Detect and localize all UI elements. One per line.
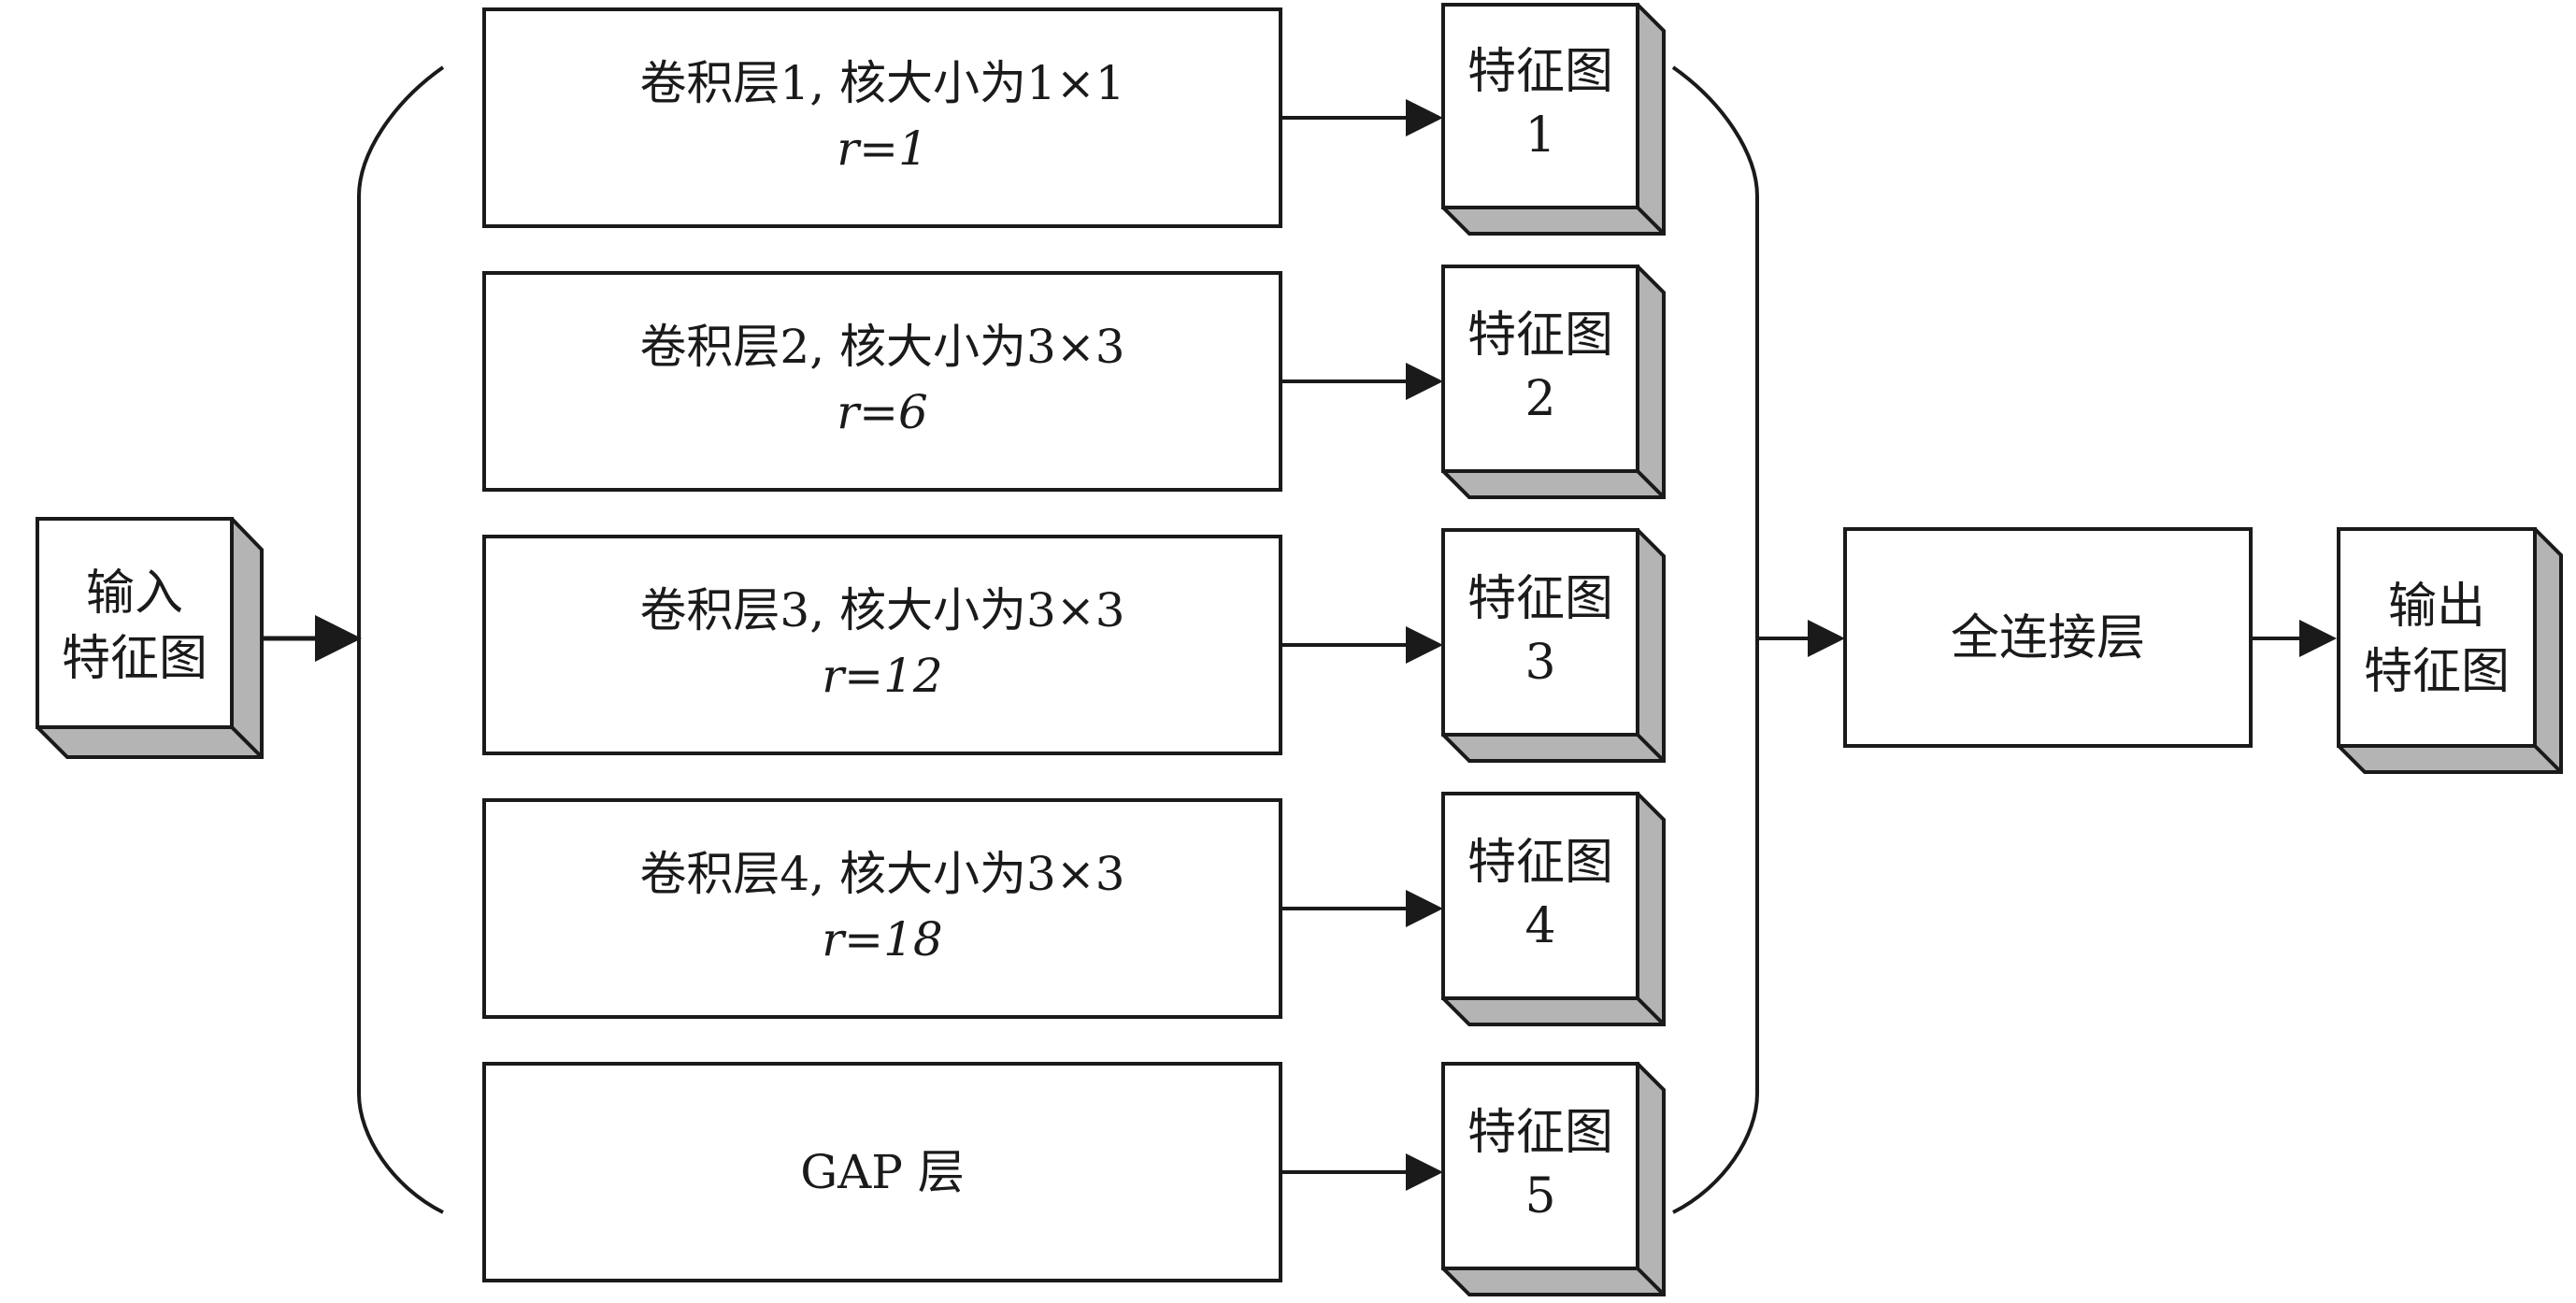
layer-2-label: 卷积层2, 核大小为3×3 [639, 320, 1124, 374]
layer-3-rate: r=12 [822, 649, 942, 703]
left-bracket [357, 65, 445, 1214]
feature-map-4: 特征图 4 [1441, 792, 1666, 1026]
right-bracket [1671, 65, 1759, 1214]
layer-box-4: 卷积层4, 核大小为3×3 r=18 [482, 798, 1282, 1019]
layer-1-rate: r=1 [837, 122, 928, 176]
layer-1-label: 卷积层1, 核大小为1×1 [639, 56, 1124, 110]
layer-box-gap: GAP 层 [482, 1062, 1282, 1282]
feature-map-3: 特征图 3 [1441, 528, 1666, 763]
gap-layer-label: GAP 层 [800, 1145, 965, 1199]
layer-3-label: 卷积层3, 核大小为3×3 [639, 583, 1124, 637]
output-label-line2: 特征图 [2364, 644, 2510, 700]
feature-map-1-label: 特征图 [1467, 44, 1613, 100]
feature-map-2-number: 2 [1524, 371, 1555, 427]
feature-map-3-label: 特征图 [1467, 571, 1613, 627]
layer-2-rate: r=6 [837, 385, 928, 439]
feature-map-2-label: 特征图 [1467, 308, 1613, 364]
feature-map-4-label: 特征图 [1467, 835, 1613, 891]
feature-map-4-number: 4 [1524, 898, 1555, 954]
fc-layer-box: 全连接层 [1843, 527, 2253, 748]
fc-layer-label: 全连接层 [1951, 610, 2145, 666]
input-feature-map-node: 输入 特征图 [36, 517, 264, 759]
layer-4-label: 卷积层4, 核大小为3×3 [639, 847, 1124, 901]
layer-box-1: 卷积层1, 核大小为1×1 r=1 [482, 7, 1282, 228]
feature-map-1-number: 1 [1524, 107, 1555, 164]
feature-map-2: 特征图 2 [1441, 265, 1666, 499]
feature-map-1: 特征图 1 [1441, 3, 1666, 236]
input-label-line1: 输入 [86, 566, 183, 622]
feature-map-5-number: 5 [1524, 1168, 1555, 1224]
layer-box-2: 卷积层2, 核大小为3×3 r=6 [482, 271, 1282, 492]
output-label-line1: 输出 [2388, 579, 2485, 635]
input-label-line2: 特征图 [62, 631, 208, 687]
output-feature-map-node: 输出 特征图 [2337, 527, 2563, 774]
layer-4-rate: r=18 [822, 912, 942, 967]
feature-map-5-label: 特征图 [1467, 1105, 1613, 1161]
feature-map-5: 特征图 5 [1441, 1062, 1666, 1296]
feature-map-3-number: 3 [1524, 635, 1555, 691]
layer-box-3: 卷积层3, 核大小为3×3 r=12 [482, 535, 1282, 755]
